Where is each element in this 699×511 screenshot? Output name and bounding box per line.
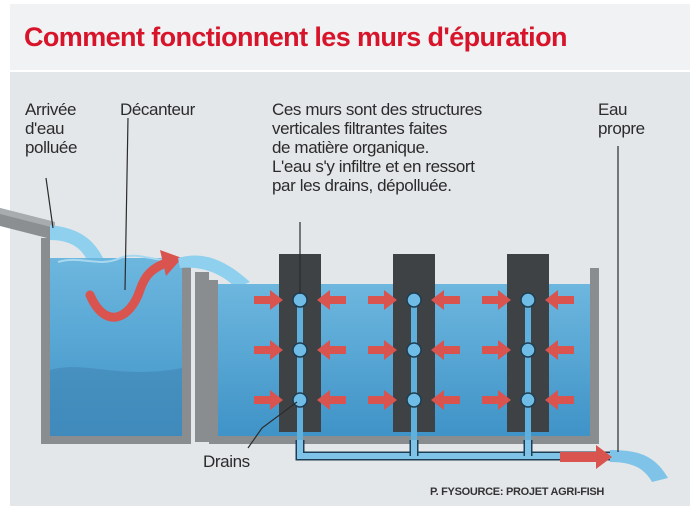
outflow-arrow	[560, 445, 612, 469]
clean-water-label: Eau propre	[598, 100, 645, 138]
tank-divider-wall	[195, 272, 209, 442]
clean-water-outflow	[610, 450, 668, 482]
drain-nodes	[292, 292, 536, 408]
settler-flow-arrow	[85, 250, 182, 322]
source-credit: P. FYSOURCE: PROJET AGRI-FISH	[430, 486, 605, 498]
inlet-pipe	[0, 208, 55, 240]
callout-lines	[45, 117, 619, 452]
walls-description-label: Ces murs sont des structures verticales …	[272, 100, 482, 195]
overflow-water	[178, 255, 250, 288]
inlet-label: Arrivée d'eau polluée	[25, 100, 78, 157]
settler-tank	[41, 238, 191, 444]
settler-label: Décanteur	[120, 100, 195, 119]
infiltration-arrows	[254, 290, 574, 410]
inlet-water-jet	[50, 225, 105, 262]
page-title: Comment fonctionnent les murs d'épuratio…	[10, 4, 690, 70]
drains-label: Drains	[203, 452, 250, 471]
drain-collector-pipe	[295, 440, 618, 461]
